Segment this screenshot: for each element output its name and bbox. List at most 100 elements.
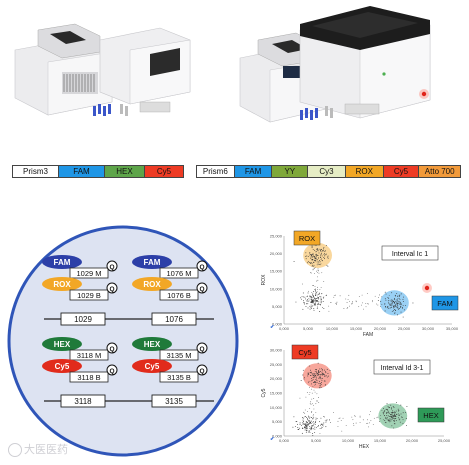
data-point <box>305 303 307 305</box>
data-point <box>321 423 322 425</box>
data-point <box>294 425 296 427</box>
data-point <box>402 301 404 302</box>
data-point <box>306 296 308 298</box>
data-point <box>313 297 315 299</box>
data-point <box>323 308 325 309</box>
data-point <box>312 415 314 417</box>
data-point <box>309 407 311 409</box>
data-point <box>307 262 309 264</box>
data-point <box>377 300 379 301</box>
data-point <box>307 431 309 433</box>
probe-code-box <box>69 289 109 301</box>
data-point <box>312 373 314 375</box>
data-point <box>388 308 390 309</box>
data-point <box>395 418 397 419</box>
data-point <box>314 428 316 430</box>
data-point <box>393 420 395 422</box>
data-point <box>385 299 387 301</box>
data-point <box>314 259 315 261</box>
data-point <box>393 415 394 416</box>
data-point <box>322 423 324 425</box>
data-point <box>312 259 314 261</box>
data-point <box>403 309 405 311</box>
data-point <box>390 413 392 415</box>
data-point <box>320 383 322 385</box>
target-label: 1076 <box>165 315 183 324</box>
pointer-dot <box>419 89 429 99</box>
data-point <box>317 362 319 364</box>
data-point <box>309 422 311 424</box>
data-point <box>354 415 356 417</box>
data-point <box>384 421 386 423</box>
data-point <box>300 297 302 299</box>
data-point <box>325 384 327 386</box>
data-point <box>389 299 391 301</box>
data-point <box>319 311 321 313</box>
data-point <box>316 249 318 251</box>
data-point <box>310 429 312 431</box>
quencher-icon <box>196 342 208 354</box>
data-point <box>304 409 306 411</box>
data-point <box>345 298 347 300</box>
data-point <box>309 418 311 419</box>
data-point <box>388 298 390 299</box>
data-point <box>297 428 299 430</box>
y-tick-label: 5,000 <box>272 304 283 309</box>
data-point <box>392 299 394 301</box>
data-point <box>312 428 314 430</box>
pointer-dot-core <box>424 285 430 291</box>
data-point <box>319 428 321 429</box>
probe-ellipse <box>42 277 82 291</box>
x-tick-label: 25,000 <box>438 438 451 443</box>
data-point <box>390 420 392 422</box>
data-point <box>310 256 312 258</box>
data-point <box>320 300 322 302</box>
data-point <box>316 280 318 282</box>
data-point <box>399 418 401 420</box>
data-point <box>314 373 316 375</box>
data-point <box>400 404 402 406</box>
data-point <box>318 425 320 427</box>
data-point <box>321 426 322 428</box>
quencher-icon <box>106 364 118 376</box>
data-point <box>307 303 309 305</box>
data-point <box>391 407 392 409</box>
data-point <box>313 302 315 304</box>
data-point <box>309 387 310 388</box>
data-point <box>305 305 307 307</box>
data-point <box>327 265 329 267</box>
data-point <box>313 417 315 418</box>
data-point <box>307 419 308 420</box>
data-point <box>321 260 323 262</box>
data-point <box>399 308 401 310</box>
data-point <box>325 254 327 256</box>
data-point <box>380 306 381 307</box>
probe-label: HEX <box>54 340 71 349</box>
data-point <box>380 414 382 416</box>
data-point <box>347 307 349 308</box>
data-point <box>302 369 304 371</box>
data-point <box>312 264 314 266</box>
axis-tool-icon: ⬋ <box>270 324 274 330</box>
data-point <box>321 293 323 295</box>
data-point <box>400 311 402 313</box>
data-point <box>406 424 407 426</box>
data-point <box>315 382 317 384</box>
data-point <box>359 415 361 417</box>
y-tick-label: 10,000 <box>270 405 283 410</box>
data-point <box>312 301 313 303</box>
data-point <box>323 253 325 255</box>
data-point <box>309 431 311 433</box>
data-point <box>338 418 340 419</box>
data-point <box>307 415 309 417</box>
data-point <box>304 303 306 305</box>
data-point <box>394 302 396 304</box>
data-point <box>381 410 383 411</box>
data-point <box>321 272 323 274</box>
interval-legend: Interval Ic 1 <box>392 251 428 258</box>
data-point <box>318 292 320 294</box>
data-point <box>353 424 355 426</box>
data-point <box>323 422 325 424</box>
data-point <box>315 379 317 381</box>
